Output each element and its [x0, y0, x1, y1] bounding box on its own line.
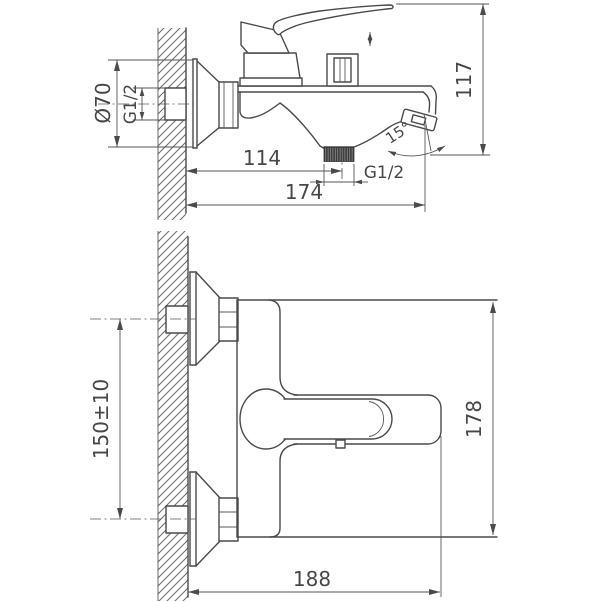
lever-grip-fill [284, 399, 392, 439]
dimension-outlet-thread: G1/2 [310, 163, 404, 186]
shower-outlet-thread [323, 147, 355, 162]
dimension-inlet-spacing: 150±10 [89, 319, 123, 519]
faucet-body-front [236, 299, 498, 538]
top-connection [90, 271, 239, 366]
flange-and-nut-side [192, 58, 239, 149]
dimension-overall-height: 178 [462, 302, 496, 535]
side-view: 15° Ø70 G1/2 117 114 [91, 3, 490, 220]
dim-flange-diameter-label: Ø70 [91, 82, 115, 123]
lever-handle-side [272, 4, 394, 36]
dim-total-height-label: 117 [452, 61, 476, 99]
lever-notch [335, 439, 346, 449]
dim-overall-height-label: 178 [462, 400, 486, 438]
dim-overall-width-label: 188 [293, 567, 331, 591]
dimension-wall-to-outlet: 114 [186, 146, 343, 179]
diverter-knob [326, 53, 359, 87]
aerator [400, 108, 438, 132]
front-view: 150±10 178 188 [89, 231, 498, 601]
dim-inlet-spacing-label: 150±10 [89, 379, 113, 459]
lever-front [293, 394, 442, 445]
dimension-total-height: 117 [396, 3, 490, 156]
lever-grip-inner-line [368, 401, 384, 437]
lever-grip [283, 398, 393, 440]
dim-wall-thread-label: G1/2 [121, 84, 141, 125]
dimension-wall-thread: G1/2 [121, 84, 165, 125]
dim-wall-to-outlet-label: 114 [243, 146, 281, 170]
body-column-upper [268, 299, 298, 396]
dimension-flange-diameter: Ø70 [91, 59, 193, 148]
bottom-connection [90, 471, 239, 567]
dimension-wall-to-spout-end: 174 [186, 180, 425, 208]
body-column-lower [269, 443, 298, 538]
dim-outlet-thread-label: G1/2 [364, 163, 405, 183]
dim-wall-to-spout-end-label: 174 [285, 180, 323, 204]
dimension-overall-width: 188 [188, 436, 442, 597]
wall-hatch-front [157, 231, 189, 601]
wall-hatch-side [157, 27, 187, 220]
valve-housing-side [239, 21, 303, 87]
cartridge-cap [240, 21, 290, 54]
